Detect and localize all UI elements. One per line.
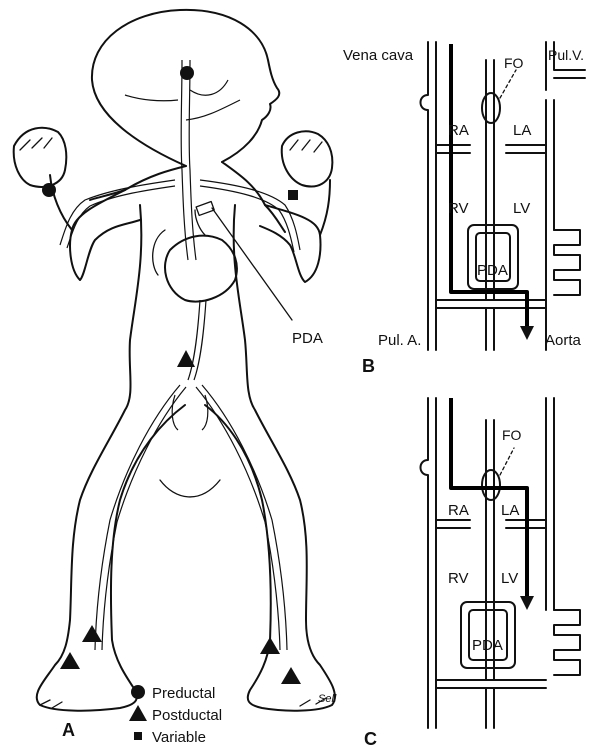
- la-label-c: LA: [501, 502, 519, 519]
- panel-label-b: B: [362, 356, 375, 376]
- lv-label-c: LV: [501, 570, 518, 587]
- marker-legend: Preductal Postductal Variable: [129, 685, 222, 746]
- flow-arrowhead-c: [520, 596, 534, 610]
- legend-triangle-icon: [129, 705, 147, 721]
- lv-label-b: LV: [513, 200, 530, 217]
- legend-variable-label: Variable: [152, 729, 206, 746]
- aorta-label: Aorta: [545, 332, 582, 349]
- legend-circle-icon: [131, 685, 145, 699]
- postductal-marker-left-ankle: [82, 625, 102, 642]
- preductal-marker-head: [180, 66, 194, 80]
- preductal-marker-right-hand: [42, 183, 56, 197]
- panel-label-c: C: [364, 729, 377, 749]
- infant-body-illustration: [14, 10, 335, 711]
- la-label-b: LA: [513, 122, 531, 139]
- ra-label-c: RA: [448, 502, 469, 519]
- legend-preductal-label: Preductal: [152, 685, 215, 702]
- fo-label-c: FO: [502, 427, 522, 443]
- panel-label-a: A: [62, 720, 75, 740]
- panel-c-schematic: [421, 398, 581, 728]
- pda-label-a: PDA: [292, 330, 323, 347]
- postductal-marker-right-ankle: [260, 637, 280, 654]
- pda-label-b: PDA: [477, 262, 508, 279]
- panel-b-schematic: [421, 42, 586, 350]
- pul-a-label: Pul. A.: [378, 332, 421, 349]
- postductal-marker-abdomen: [177, 350, 195, 367]
- ra-label-b: RA: [448, 122, 469, 139]
- variable-marker-left-hand: [288, 190, 298, 200]
- rv-label-b: RV: [448, 200, 469, 217]
- rv-label-c: RV: [448, 570, 469, 587]
- vena-cava-label: Vena cava: [343, 47, 414, 64]
- legend-postductal-label: Postductal: [152, 707, 222, 724]
- artist-signature: Sell: [318, 693, 337, 705]
- flow-arrowhead-b: [520, 326, 534, 340]
- legend-square-icon: [134, 732, 142, 740]
- vessel-network: [60, 60, 300, 650]
- pul-v-label: Pul.V.: [548, 47, 584, 63]
- fo-label-b: FO: [504, 55, 524, 71]
- pda-label-c: PDA: [472, 637, 503, 654]
- postductal-marker-right-foot: [281, 667, 301, 684]
